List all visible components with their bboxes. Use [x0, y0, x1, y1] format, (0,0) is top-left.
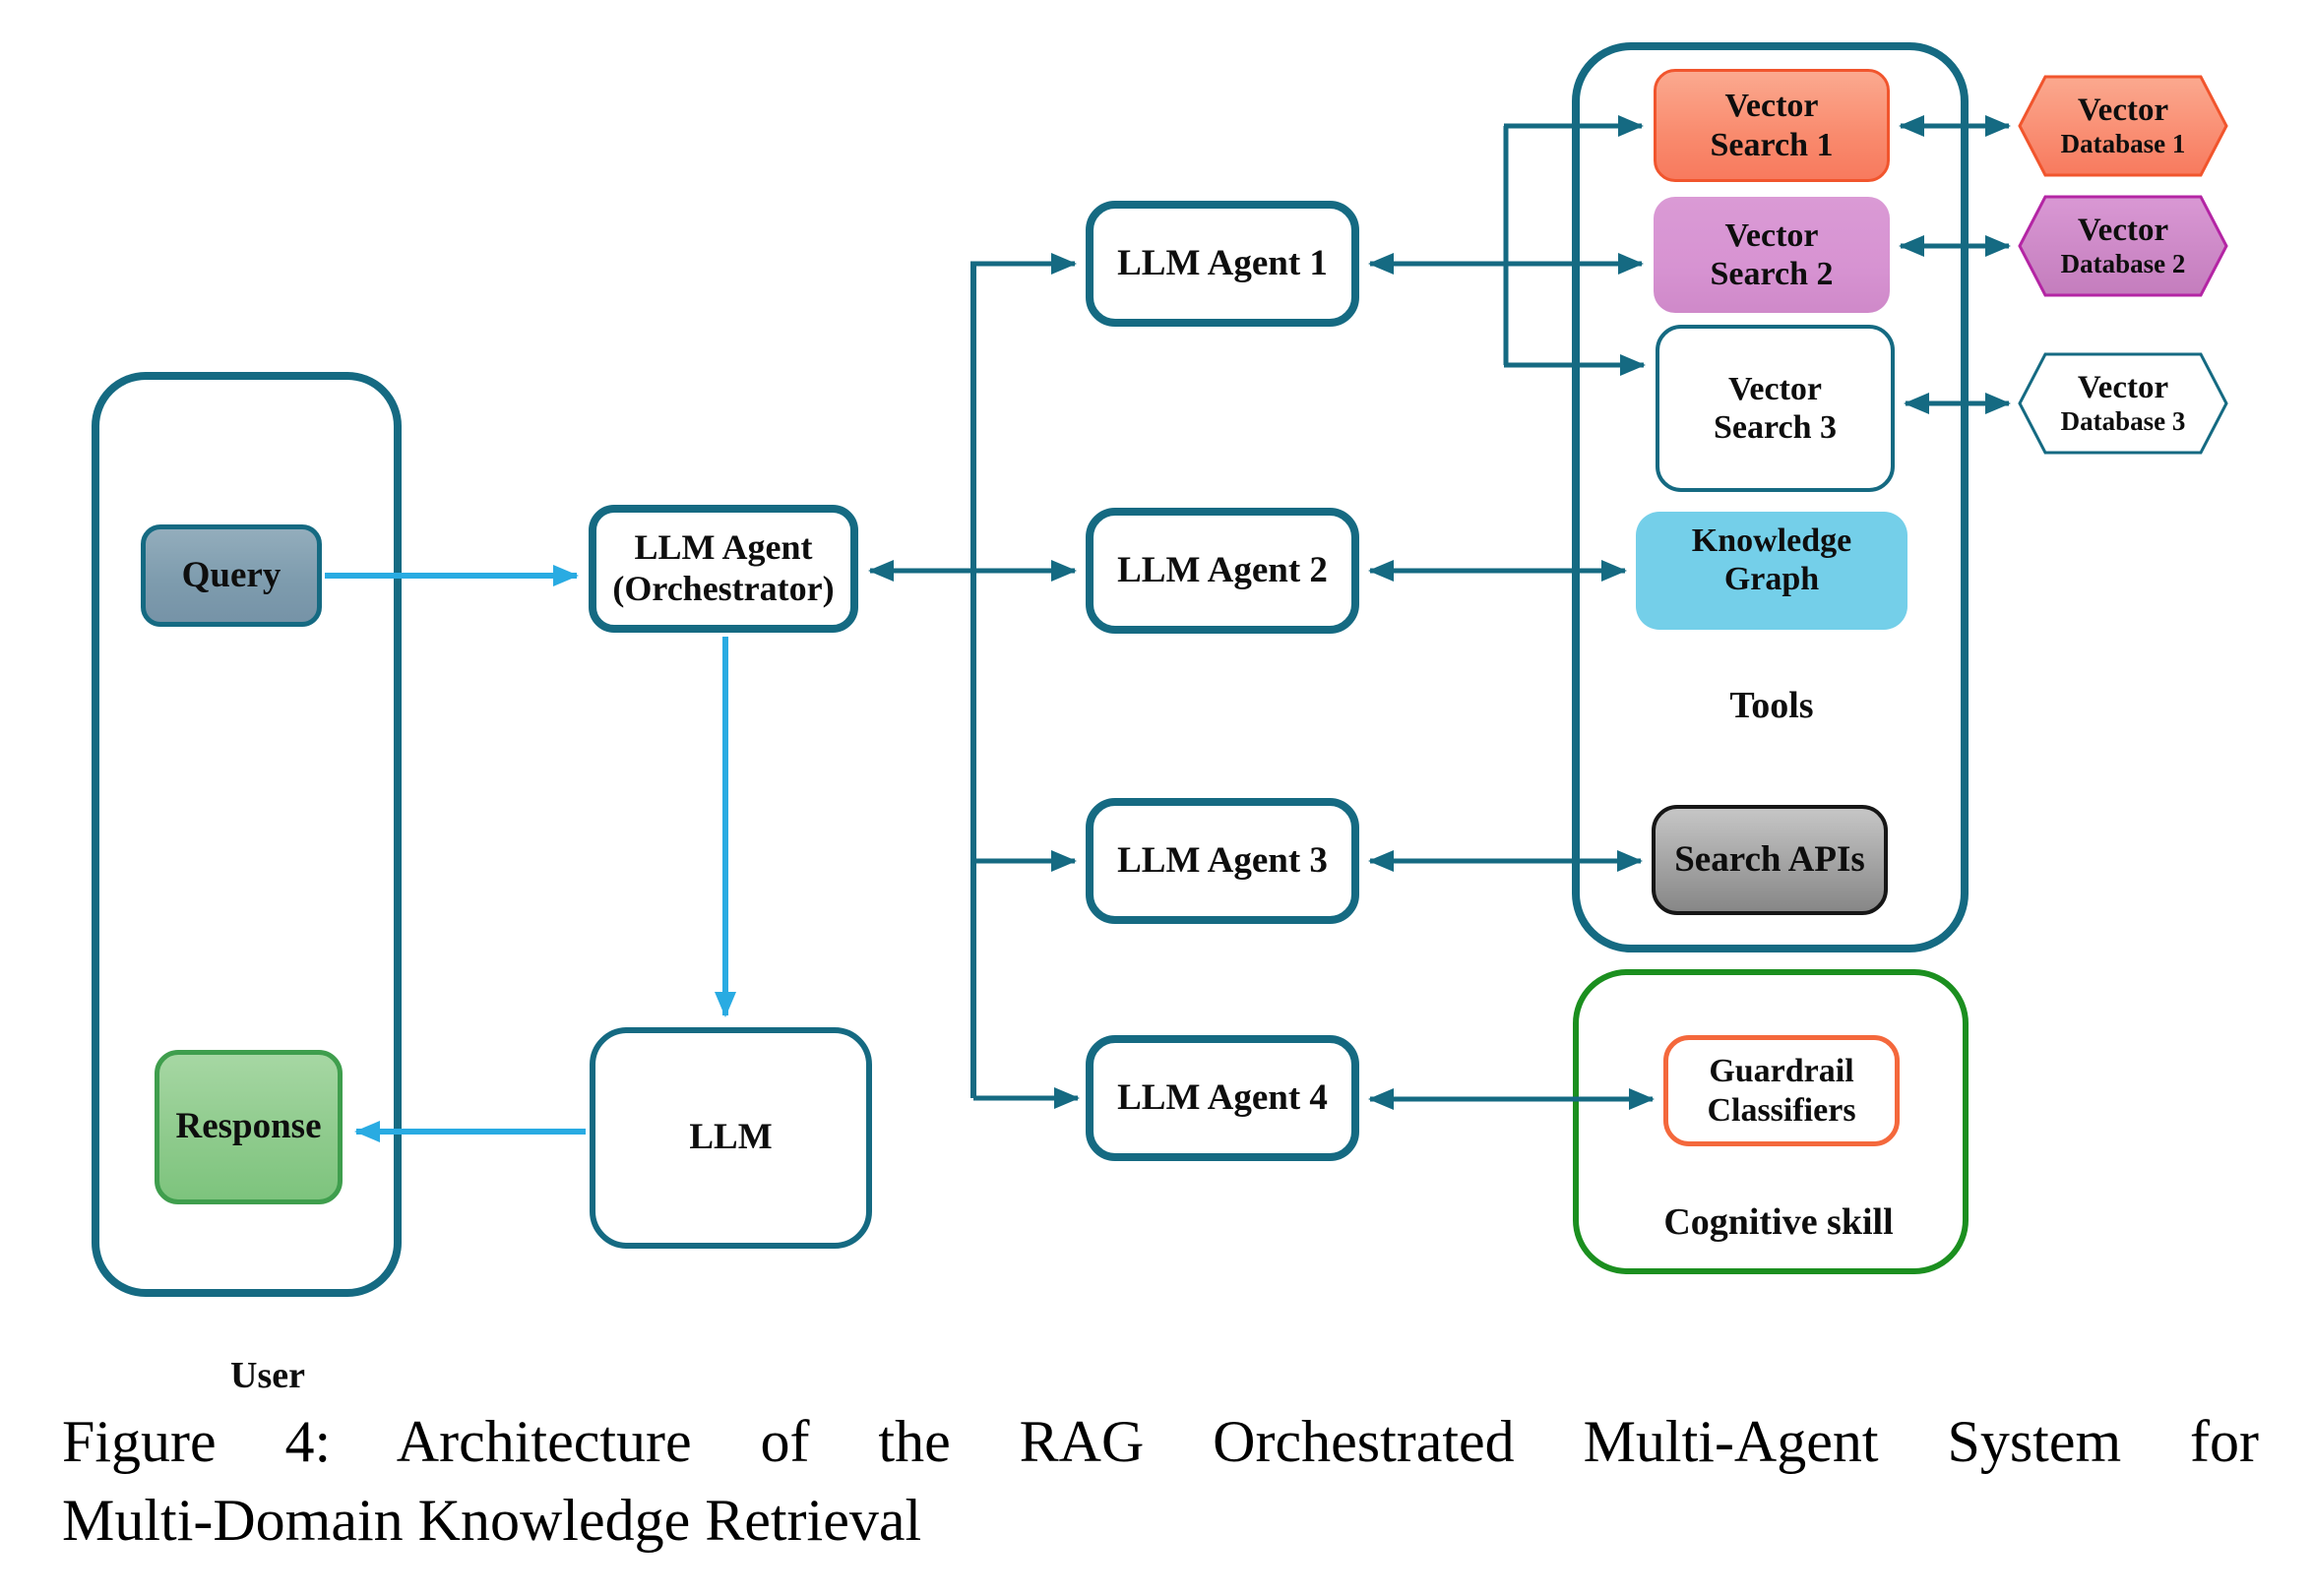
caption-line-1: Figure 4: Architecture of the RAG Orches… [62, 1409, 2259, 1474]
figure-caption: Figure 4: Architecture of the RAG Orches… [62, 1402, 2259, 1560]
llm-label: LLM [689, 1117, 773, 1158]
llm-agent-3-node: LLM Agent 3 [1086, 798, 1359, 924]
vector-database-2-label: Vector Database 2 [2060, 213, 2186, 279]
cognitive-skill-section-label: Cognitive skill [1663, 1201, 1894, 1243]
llm-agent-4-node: LLM Agent 4 [1086, 1035, 1359, 1161]
orchestrator-node: LLM Agent (Orchestrator) [589, 505, 858, 633]
vector-search-3-node: Vector Search 3 [1656, 325, 1895, 492]
response-node: Response [155, 1050, 343, 1204]
query-label: Query [181, 554, 281, 595]
vector-database-1-label: Vector Database 1 [2060, 92, 2186, 159]
orchestrator-line1: LLM Agent [634, 527, 813, 568]
caption-line-2: Multi-Domain Knowledge Retrieval [62, 1488, 922, 1553]
llm-agent-2-node: LLM Agent 2 [1086, 508, 1359, 634]
cognitive-skill-container [1573, 969, 1969, 1274]
search-apis-node: Search APIs [1652, 805, 1888, 915]
tools-section-label: Tools [1729, 685, 1814, 726]
llm-agent-1-node: LLM Agent 1 [1086, 201, 1359, 327]
tools-container [1572, 42, 1969, 952]
vector-database-3-label: Vector Database 3 [2060, 370, 2186, 437]
guardrail-classifiers-node: Guardrail Classifiers [1663, 1035, 1900, 1146]
user-section-label: User [230, 1355, 305, 1396]
llm-node: LLM [590, 1027, 872, 1249]
vector-search-1-node: Vector Search 1 [1654, 69, 1890, 182]
response-label: Response [175, 1106, 322, 1147]
user-container [92, 372, 402, 1297]
query-node: Query [141, 524, 322, 627]
knowledge-graph-node: Knowledge Graph [1636, 512, 1907, 630]
orchestrator-line2: (Orchestrator) [612, 569, 835, 608]
vector-search-2-node: Vector Search 2 [1654, 197, 1890, 313]
